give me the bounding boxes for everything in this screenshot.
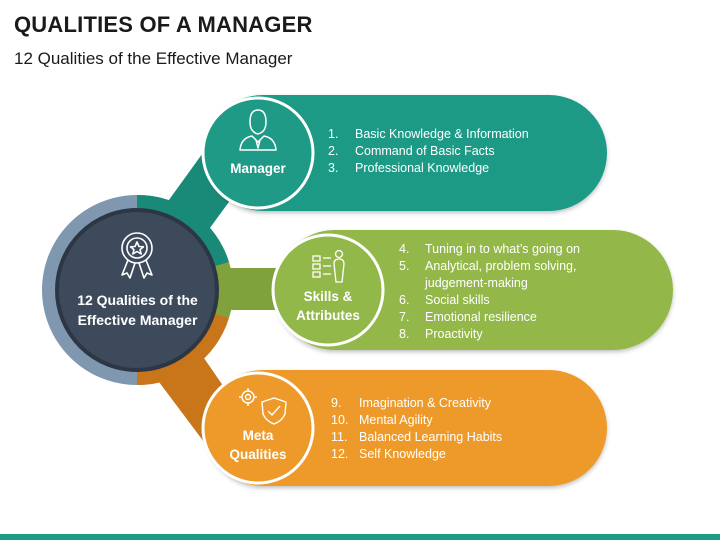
list-item: 9.Imagination & Creativity: [331, 396, 492, 410]
list-item: 4.Tuning in to what’s going on: [399, 242, 580, 256]
page-title: QUALITIES OF A MANAGER: [14, 12, 313, 37]
meta-circle: [201, 371, 315, 485]
list-item: 3.Professional Knowledge: [328, 161, 490, 175]
list-item: 7.Emotional resilience: [399, 310, 537, 324]
hub-label: 12 Qualities of the Effective Manager: [77, 292, 198, 328]
skills-circle: [271, 233, 385, 347]
manager-circle: [201, 96, 315, 210]
page-subtitle: 12 Qualities of the Effective Manager: [14, 49, 293, 68]
meta-label: Meta Qualities: [229, 428, 287, 462]
skills-label: Skills & Attributes: [296, 289, 360, 323]
skills-item-list: 4.Tuning in to what’s going on 5.Analyti…: [399, 241, 599, 343]
manager-person-icon: [239, 109, 277, 151]
list-item: 5.Analytical, problem solving, judgement…: [399, 259, 577, 290]
award-badge-icon: [121, 232, 153, 279]
list-item: 6.Social skills: [399, 293, 490, 307]
list-item: 2.Command of Basic Facts: [328, 144, 495, 158]
checklist-person-icon: [312, 249, 345, 283]
gears-shield-icon: [239, 388, 287, 425]
manager-item-list: 1.Basic Knowledge & Information 2.Comman…: [328, 126, 588, 177]
list-item: 8.Proactivity: [399, 327, 483, 341]
bottom-accent-bar: [0, 534, 720, 540]
list-item: 1.Basic Knowledge & Information: [328, 127, 529, 141]
meta-item-list: 9.Imagination & Creativity 10.Mental Agi…: [331, 395, 591, 463]
hub-circle: [55, 208, 219, 372]
list-item: 11.Balanced Learning Habits: [331, 430, 503, 444]
manager-label: Manager: [230, 161, 286, 176]
list-item: 10.Mental Agility: [331, 413, 433, 427]
list-item: 12.Self Knowledge: [331, 447, 446, 461]
